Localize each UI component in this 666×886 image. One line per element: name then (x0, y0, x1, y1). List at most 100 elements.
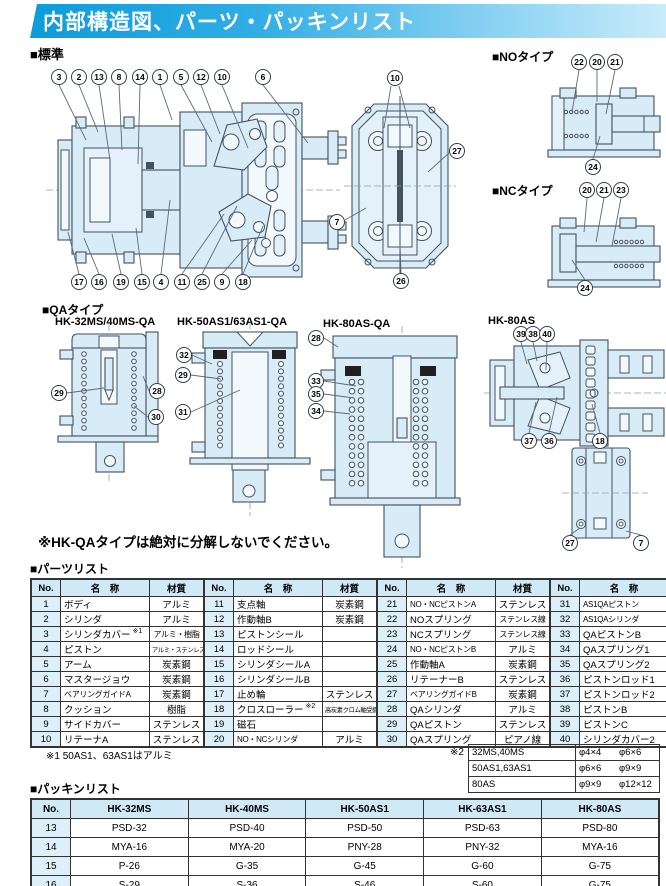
spring-coil (217, 368, 223, 375)
model-label-80as: HK-80AS (488, 315, 536, 327)
packing-value: G-45 (305, 856, 425, 876)
spring-coil (348, 397, 356, 404)
spring-coil (81, 403, 87, 409)
note2-label: ※2 (450, 747, 464, 758)
part-name: QAスプリング1 (579, 641, 666, 657)
part-material: アルミ (149, 611, 205, 627)
hk-80as-diagram (484, 339, 666, 539)
spring-coil (412, 415, 420, 423)
spring-coil (412, 443, 420, 450)
packing-value: PSD-80 (540, 818, 660, 838)
part-material (322, 641, 378, 657)
packing-value: G-75 (540, 875, 660, 886)
note2-model: 50AS1,63AS1 (468, 760, 576, 777)
spring-coil (421, 452, 429, 459)
spring-coil (639, 239, 645, 245)
callout-badge: 17 (71, 274, 87, 290)
part-material: ステンレス (495, 596, 551, 612)
packing-value: PSD-50 (305, 818, 425, 838)
spring-coil (81, 425, 87, 431)
part-name: QAスプリング2 (579, 656, 666, 672)
spring-coil (131, 410, 137, 417)
parts-column-header: No. (203, 578, 234, 597)
standard-face-view-diagram (344, 96, 456, 288)
cross-roller (585, 411, 596, 421)
spring-coil (217, 383, 223, 390)
spring-coil (278, 361, 284, 367)
spring-coil (81, 417, 87, 424)
spring-coil (131, 366, 137, 372)
part-name: ピストンロッド1 (579, 671, 666, 687)
part-no: 34 (549, 641, 580, 657)
spring-coil (217, 361, 223, 367)
part-no: 29 (376, 716, 407, 732)
part-name: ボディ (60, 596, 150, 612)
part-name: NO・NCピストンA (406, 596, 496, 612)
part-name: シリンダシールB (233, 671, 323, 687)
packing-value: PNY-32 (423, 837, 542, 857)
packing-column-header: HK-63AS1 (423, 798, 542, 819)
parts-column-header: 名 称 (233, 578, 323, 597)
spring-coil (357, 452, 365, 459)
callout-badge: 11 (174, 274, 190, 290)
spring-coil (217, 390, 223, 397)
parts-list-label: ■パーツリスト (30, 562, 110, 576)
spring-coil (217, 420, 223, 427)
part-name: リテーナA (60, 731, 150, 748)
part-name: QAシリンダ (406, 701, 496, 717)
spring-coil (421, 470, 429, 478)
part-no: 32 (549, 611, 580, 627)
spring-coil (278, 375, 284, 382)
part-no: 27 (376, 686, 407, 702)
part-name: 磁石 (233, 716, 323, 732)
part-no: 24 (376, 641, 407, 657)
cross-roller (585, 400, 596, 410)
packing-value: G-75 (540, 856, 660, 876)
spring-coil (81, 366, 87, 372)
spring-coil (131, 388, 137, 394)
callout-badge: 25 (194, 274, 210, 290)
spring-coil (357, 433, 365, 441)
part-material: ステンレス (495, 716, 551, 732)
technical-diagrams (46, 69, 666, 568)
part-material: 高炭素クロム軸受鋼 (322, 701, 378, 717)
callout-badge: 27 (562, 535, 578, 551)
spring-coil (421, 443, 429, 450)
spring-coil (421, 397, 429, 404)
cross-roller (585, 389, 596, 399)
part-no: 35 (549, 656, 580, 672)
callout-badge: 24 (585, 159, 601, 175)
packing-column-header: HK-50AS1 (305, 798, 425, 819)
callout-badge: 35 (308, 386, 324, 402)
spring-coil (348, 387, 356, 395)
part-no: 12 (203, 611, 234, 627)
note2-model: 32MS,40MS (468, 744, 576, 761)
part-name: シリンダシールA (233, 656, 323, 672)
part-name: ベアリングガイドB (406, 686, 496, 702)
spring-coil (278, 368, 284, 375)
part-name: 作動軸B (233, 611, 323, 627)
packing-no: 15 (30, 856, 71, 876)
spring-coil (131, 380, 137, 387)
spring-coil (348, 415, 356, 423)
part-note-ref: ※1 (130, 628, 143, 635)
callout-badge: 29 (51, 385, 67, 401)
callout-badge: 36 (541, 433, 557, 449)
spring-coil (278, 405, 284, 412)
packing-value: P-26 (70, 856, 189, 876)
part-material: 炭素鋼 (149, 656, 205, 672)
spring-coil (412, 424, 420, 432)
part-no: 26 (376, 671, 407, 687)
part-no: 17 (203, 686, 234, 702)
part-no: 39 (549, 716, 580, 732)
part-no: 5 (30, 656, 61, 672)
spring-coil (81, 395, 87, 402)
spring-coil (81, 410, 87, 417)
part-name: アーム (60, 656, 150, 672)
